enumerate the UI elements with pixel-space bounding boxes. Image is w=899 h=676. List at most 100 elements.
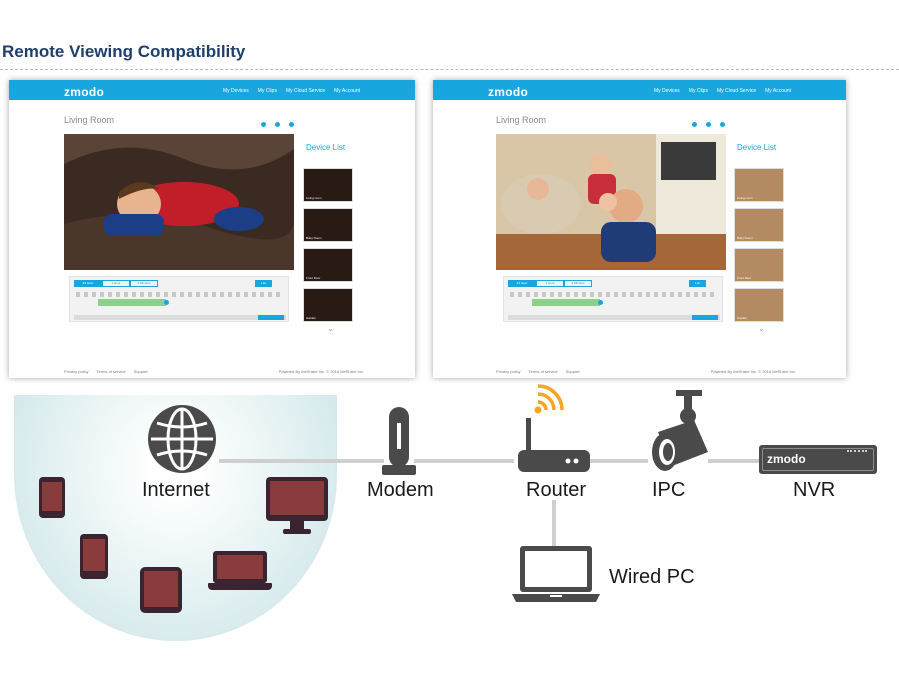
device-label: Living room [737, 196, 753, 200]
top-nav-bar: zmodo My Devices My Clips My Cloud Servi… [9, 80, 415, 100]
device-thumb-front-door[interactable]: Front Door [734, 248, 784, 282]
day-selected[interactable] [258, 315, 284, 320]
connector-internet-modem [219, 459, 384, 463]
video-feed-family-living-room [496, 134, 726, 270]
footer-terms-link[interactable]: Terms of service [528, 369, 558, 374]
day-selector[interactable] [508, 315, 720, 320]
tablet-icon [140, 567, 182, 613]
list-button[interactable]: List [255, 280, 272, 287]
nav-my-account[interactable]: My Account [765, 88, 791, 94]
footer-privacy-link[interactable]: Privacy policy [496, 369, 521, 374]
wired-pc-label: Wired PC [609, 566, 695, 588]
footer-powered-by: Powered By MeShare Inc. © 2016 MeShare I… [710, 369, 796, 374]
router-label: Router [526, 479, 587, 501]
internet-label: Internet [142, 479, 210, 501]
device-thumb-garden[interactable]: Garden [303, 288, 353, 322]
nav-my-clips[interactable]: My Clips [688, 88, 708, 94]
ip-camera-icon [652, 390, 708, 471]
day-selector[interactable] [74, 315, 286, 320]
time-button-2min[interactable]: 2 Minutes [564, 280, 592, 287]
settings-icon[interactable] [720, 122, 725, 127]
desktop-monitor-icon [266, 477, 328, 535]
device-list-title: Device List [306, 143, 346, 152]
web-viewer-screenshot-1: zmodo My Devices My Clips My Cloud Servi… [9, 80, 415, 378]
list-button[interactable]: List [689, 280, 706, 287]
recording-range [98, 299, 166, 306]
settings-icon[interactable] [289, 122, 294, 127]
footer-terms-link[interactable]: Terms of service [96, 369, 126, 374]
share-icon[interactable] [706, 122, 711, 127]
room-title: Living Room [496, 115, 547, 125]
share-icon[interactable] [275, 122, 280, 127]
router-icon [518, 384, 590, 472]
time-button-24h[interactable]: 24 Hour [508, 280, 536, 287]
timeline-cursor[interactable] [598, 300, 603, 305]
device-label: Garden [306, 316, 317, 320]
web-viewer-screenshot-2: zmodo My Devices My Clips My Cloud Servi… [433, 80, 846, 378]
recording-range [532, 299, 600, 306]
playback-timeline[interactable]: 24 Hour 1 Hour 2 Minutes List [69, 276, 289, 322]
timeline-ticks [76, 292, 281, 297]
footer-support-link[interactable]: Support [565, 369, 580, 374]
nav-my-devices[interactable]: My Devices [222, 88, 249, 94]
device-label: Living room [306, 196, 322, 200]
connector-modem-router [414, 459, 514, 463]
device-thumb-garden[interactable]: Garden [734, 288, 784, 322]
device-thumb-baby-room[interactable]: Baby Room [734, 208, 784, 242]
timeline-ticks [510, 292, 715, 297]
device-thumb-living-room[interactable]: Living room [734, 168, 784, 202]
time-button-1h[interactable]: 1 Hour [102, 280, 130, 287]
timeline-cursor[interactable] [164, 300, 169, 305]
device-label: Garden [737, 316, 748, 320]
chevron-down-icon[interactable]: ⌄ [758, 324, 765, 333]
connector-router-ipc [590, 459, 648, 463]
globe-icon [148, 405, 216, 473]
modem-label: Modem [367, 479, 434, 501]
device-label: Front Door [737, 276, 752, 280]
day-selected[interactable] [692, 315, 718, 320]
device-label: Baby Room [737, 236, 753, 240]
smartphone-icon [39, 477, 65, 518]
nav-my-devices[interactable]: My Devices [653, 88, 680, 94]
nvr-label: NVR [793, 479, 836, 501]
mic-icon[interactable] [261, 122, 266, 127]
page-footer: Privacy policy Terms of service Support … [64, 369, 364, 374]
nav-my-account[interactable]: My Account [334, 88, 360, 94]
device-thumb-baby-room[interactable]: Baby Room [303, 208, 353, 242]
nav-my-cloud-service[interactable]: My Cloud Service [285, 88, 326, 94]
connector-router-pc [552, 500, 556, 548]
laptop-icon [208, 551, 272, 591]
nvr-box: zmodo [759, 445, 877, 474]
modem-icon [382, 407, 416, 475]
nav-my-cloud-service[interactable]: My Cloud Service [716, 88, 757, 94]
zmodo-logo: zmodo [64, 85, 105, 99]
page-heading: Remote Viewing Compatibility [2, 42, 246, 61]
nvr-status-lights [847, 450, 867, 452]
nav-my-clips[interactable]: My Clips [257, 88, 277, 94]
device-label: Baby Room [306, 236, 322, 240]
device-list-title: Device List [737, 143, 777, 152]
divider [0, 69, 899, 70]
time-button-1h[interactable]: 1 Hour [536, 280, 564, 287]
video-feed-sleeping-child [64, 134, 294, 270]
wired-pc-laptop-icon [512, 546, 600, 602]
mic-icon[interactable] [692, 122, 697, 127]
footer-privacy-link[interactable]: Privacy policy [64, 369, 89, 374]
footer-support-link[interactable]: Support [133, 369, 148, 374]
device-thumb-front-door[interactable]: Front Door [303, 248, 353, 282]
time-button-24h[interactable]: 24 Hour [74, 280, 102, 287]
top-nav-bar: zmodo My Devices My Clips My Cloud Servi… [433, 80, 846, 100]
connector-ipc-nvr [708, 459, 760, 463]
room-title: Living Room [64, 115, 115, 125]
nvr-logo: zmodo [767, 452, 806, 466]
footer-powered-by: Powered By MeShare Inc. © 2016 MeShare I… [278, 369, 364, 374]
device-thumb-living-room[interactable]: Living room [303, 168, 353, 202]
device-label: Front Door [306, 276, 321, 280]
ipc-label: IPC [652, 479, 686, 501]
page-footer: Privacy policy Terms of service Support … [496, 369, 796, 374]
zmodo-logo: zmodo [488, 85, 529, 99]
playback-timeline[interactable]: 24 Hour 1 Hour 2 Minutes List [503, 276, 723, 322]
chevron-down-icon[interactable]: ⌄ [327, 324, 334, 333]
time-button-2min[interactable]: 2 Minutes [130, 280, 158, 287]
smartphone-icon [80, 534, 108, 579]
